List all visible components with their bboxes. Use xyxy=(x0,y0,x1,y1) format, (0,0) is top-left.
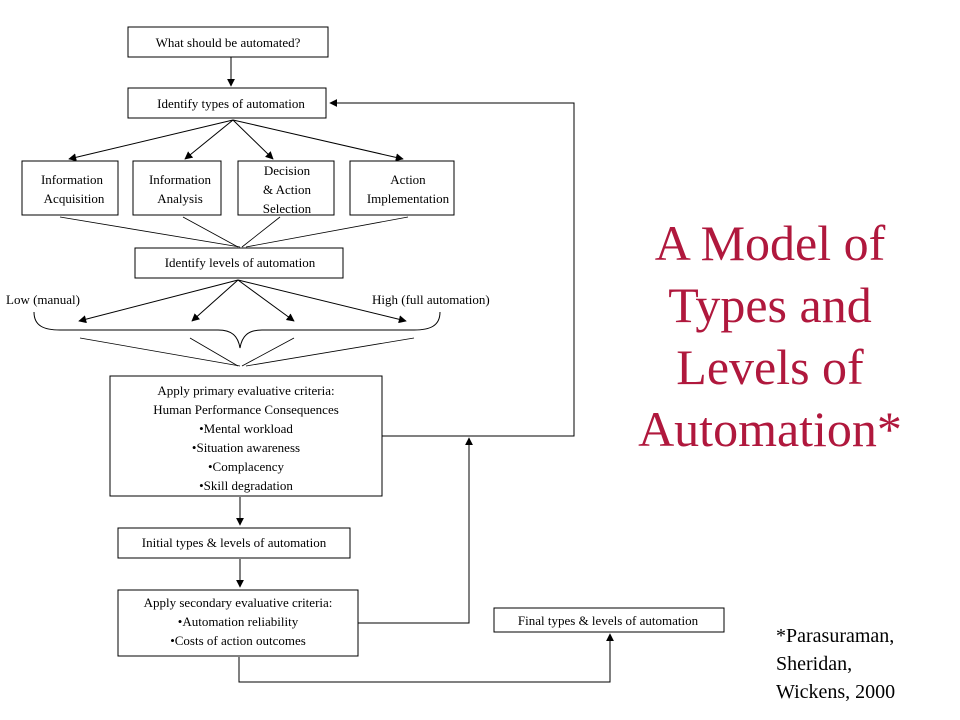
type-label-line: Acquisition xyxy=(44,191,105,206)
primary-criteria-item: •Mental workload xyxy=(199,421,293,436)
feedback-arrow-to-identify-types xyxy=(329,99,575,437)
feedback-arrow-secondary-to-loop xyxy=(358,437,473,624)
type-decision-selection: Decision & Action Selection xyxy=(237,160,335,216)
arrow-to-decision-selection xyxy=(232,119,274,160)
type-label-line: & Action xyxy=(263,182,312,197)
primary-criteria-item: •Skill degradation xyxy=(199,478,293,493)
types-converge-lines xyxy=(59,216,409,248)
initial-types-levels-label: Initial types & levels of automation xyxy=(142,535,327,550)
identify-levels-label: Identify levels of automation xyxy=(165,255,316,270)
title-line: Levels of xyxy=(676,339,864,395)
final-types-levels-label: Final types & levels of automation xyxy=(518,613,699,628)
levels-converge-lines xyxy=(79,337,415,367)
type-label-line: Information xyxy=(41,172,104,187)
type-label-line: Analysis xyxy=(157,191,203,206)
arrow-secondary-to-final xyxy=(238,633,614,683)
type-info-acquisition: Information Acquisition xyxy=(21,160,119,216)
primary-criteria-heading: Apply primary evaluative criteria: xyxy=(157,383,334,398)
citation: *Parasuraman, Sheridan, Wickens, 2000 xyxy=(776,622,956,706)
title-line: A Model of xyxy=(654,215,886,271)
type-label-line: Action xyxy=(390,172,426,187)
arrow-to-info-analysis xyxy=(184,119,234,160)
secondary-criteria-heading: Apply secondary evaluative criteria: xyxy=(144,595,333,610)
primary-criteria-item: •Situation awareness xyxy=(192,440,300,455)
secondary-criteria-node: Apply secondary evaluative criteria: •Au… xyxy=(117,589,359,657)
what-to-automate-node: What should be automated? xyxy=(127,26,329,58)
identify-types-node: Identify types of automation xyxy=(127,87,327,119)
secondary-criteria-item: •Costs of action outcomes xyxy=(170,633,306,648)
types-fan-arrows xyxy=(68,119,404,162)
identify-types-label: Identify types of automation xyxy=(157,96,305,111)
initial-types-levels-node: Initial types & levels of automation xyxy=(117,527,351,559)
type-label-line: Decision xyxy=(264,163,311,178)
low-manual-label: Low (manual) xyxy=(6,292,80,307)
primary-criteria-item: •Complacency xyxy=(208,459,285,474)
citation-line: *Parasuraman, xyxy=(776,625,895,647)
type-label-line: Information xyxy=(149,172,212,187)
high-full-automation-label: High (full automation) xyxy=(372,292,490,307)
type-action-implementation: Action Implementation xyxy=(349,160,455,216)
citation-line: Wickens, 2000 xyxy=(776,681,896,703)
what-to-automate-label: What should be automated? xyxy=(156,35,301,50)
type-label-line: Selection xyxy=(263,201,312,216)
levels-fan-arrows xyxy=(78,279,407,324)
type-info-analysis: Information Analysis xyxy=(132,160,222,216)
type-label-line: Implementation xyxy=(367,191,450,206)
levels-brace xyxy=(33,311,441,349)
secondary-criteria-item: •Automation reliability xyxy=(178,614,299,629)
identify-levels-node: Identify levels of automation xyxy=(134,247,344,279)
final-types-levels-node: Final types & levels of automation xyxy=(493,607,725,633)
arrow-to-action-implementation xyxy=(232,119,404,162)
primary-criteria-subheading: Human Performance Consequences xyxy=(153,402,339,417)
citation-line: Sheridan, xyxy=(776,653,853,675)
title-line: Types and xyxy=(668,277,872,333)
arrow-to-info-acquisition xyxy=(68,119,234,162)
primary-criteria-node: Apply primary evaluative criteria: Human… xyxy=(109,375,383,497)
title-line: Automation* xyxy=(638,401,902,457)
slide-title: A Model of Types and Levels of Automatio… xyxy=(600,212,940,460)
